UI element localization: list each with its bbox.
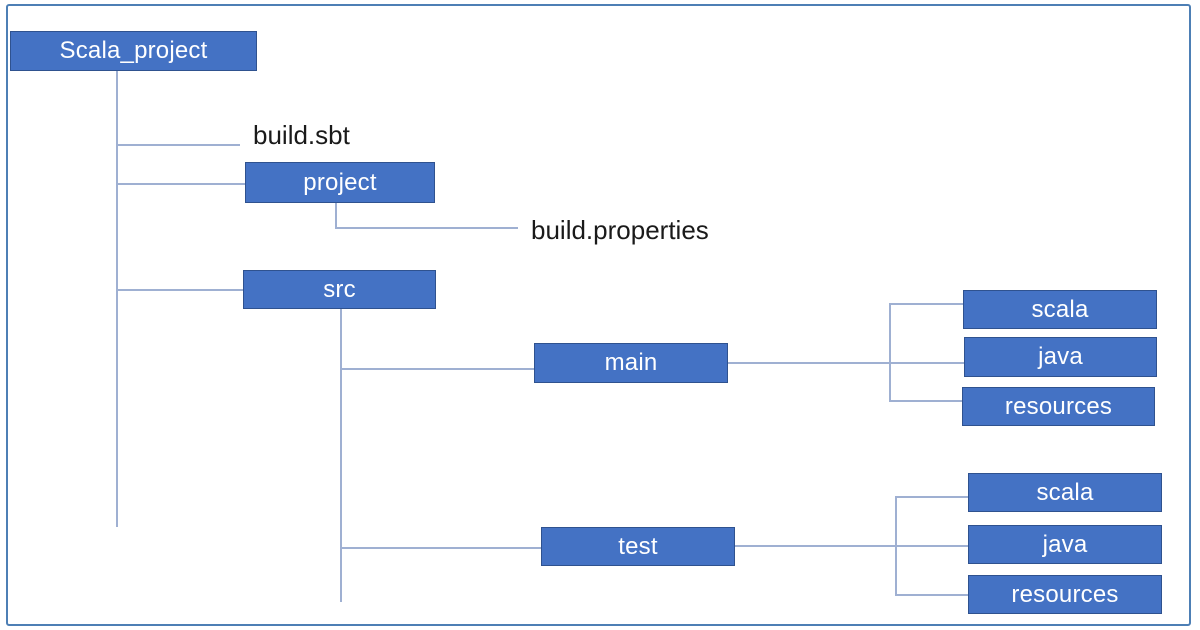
folder-node-label: resources [1011, 580, 1119, 608]
connector-main-scala-stub [889, 303, 963, 305]
folder-node-label: scala [1031, 295, 1089, 323]
folder-node-main-scala: scala [963, 290, 1157, 329]
connector-main-to-children [727, 362, 964, 364]
folder-node-test-scala: scala [968, 473, 1162, 512]
connector-main-resources-stub [889, 400, 962, 402]
file-label-build-sbt: build.sbt [253, 120, 350, 150]
connector-to-project [116, 183, 245, 185]
folder-node-label: project [303, 168, 377, 196]
connector-test-children-spine [895, 496, 897, 596]
connector-to-build-sbt [116, 144, 240, 146]
folder-node-label: resources [1004, 392, 1113, 420]
connector-main-children-spine [889, 303, 891, 401]
folder-node-test-java: java [968, 525, 1162, 564]
file-label-build-properties: build.properties [531, 215, 709, 245]
folder-node-label: test [618, 532, 658, 560]
connector-to-main [340, 368, 534, 370]
connector-to-src [116, 289, 243, 291]
root-node: Scala_project [10, 31, 257, 71]
diagram-outer-frame [6, 4, 1191, 626]
folder-node-main-java: java [964, 337, 1157, 377]
folder-node-label: java [1038, 343, 1083, 370]
connector-root-trunk [116, 71, 118, 527]
connector-project-drop [335, 202, 337, 228]
folder-node-label: main [604, 349, 658, 376]
connector-to-test [340, 547, 541, 549]
folder-node-label: src [323, 275, 356, 303]
root-node-label: Scala_project [59, 37, 208, 64]
connector-test-to-children [734, 545, 968, 547]
folder-node-src: src [243, 270, 436, 309]
folder-node-project: project [245, 162, 435, 203]
folder-node-main-resources: resources [962, 387, 1155, 426]
folder-node-main: main [534, 343, 728, 383]
connector-test-scala-stub [895, 496, 968, 498]
folder-node-test-resources: resources [968, 575, 1162, 614]
folder-node-label: scala [1036, 478, 1094, 506]
connector-to-build-properties [335, 227, 518, 229]
folder-node-label: java [1042, 530, 1088, 558]
folder-node-test: test [541, 527, 735, 566]
connector-test-resources-stub [895, 594, 968, 596]
connector-src-trunk [340, 309, 342, 602]
